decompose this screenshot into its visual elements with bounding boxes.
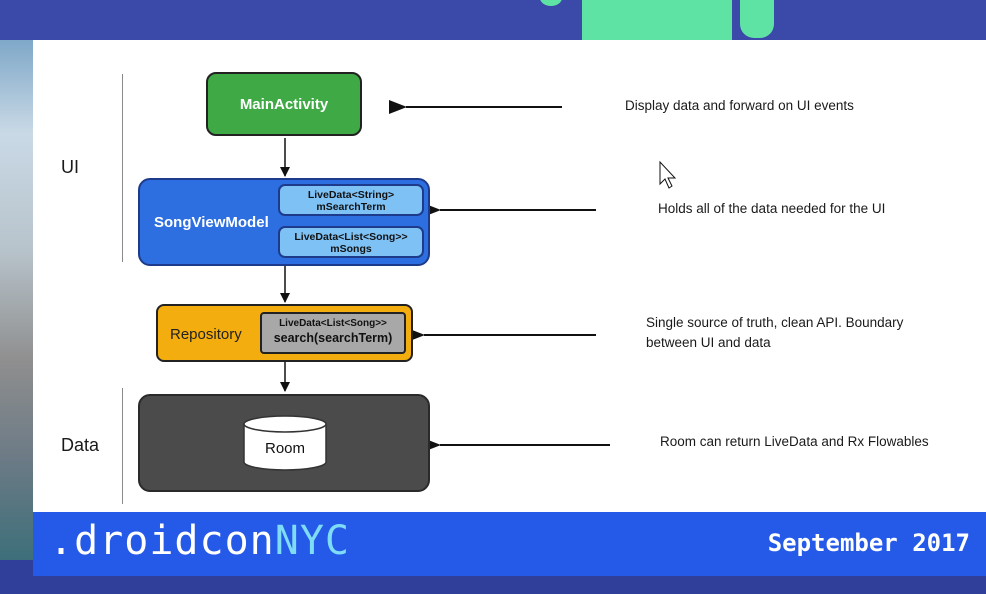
- livedata-songs-pill: LiveData<List<Song>> mSongs: [278, 226, 424, 258]
- song-viewmodel-box: SongViewModel LiveData<String> mSearchTe…: [138, 178, 430, 266]
- desc-view-model: Holds all of the data needed for the UI: [658, 201, 886, 216]
- mint-decoration: [540, 0, 562, 6]
- pill-type: LiveData<List<Song>>: [294, 231, 408, 243]
- pill-name: mSearchTerm: [316, 201, 386, 213]
- camera-feed-strip: [0, 40, 33, 560]
- mint-decoration: [582, 0, 732, 40]
- desc-room: Room can return LiveData and Rx Flowable…: [660, 434, 929, 449]
- desc-repository-line1: Single source of truth, clean API. Bound…: [646, 315, 904, 330]
- brand-suffix: NYC: [274, 518, 350, 564]
- droidcon-brand: .droidconNYC: [49, 518, 350, 564]
- room-label: Room: [264, 440, 305, 457]
- bottom-band: [0, 576, 986, 594]
- main-activity-label: MainActivity: [239, 95, 329, 113]
- mint-decoration: [740, 0, 774, 38]
- section-label-data: Data: [61, 435, 100, 455]
- mouse-cursor-icon: [659, 160, 677, 189]
- method-return-type: LiveData<List<Song>>: [279, 318, 387, 329]
- main-activity-box: MainActivity: [206, 72, 362, 136]
- conference-footer: .droidconNYC September 2017: [33, 512, 986, 576]
- conference-date: September 2017: [767, 529, 970, 557]
- desc-main-activity: Display data and forward on UI events: [625, 98, 854, 113]
- pill-type: LiveData<String>: [307, 189, 395, 201]
- pill-name: mSongs: [330, 243, 372, 255]
- desc-repository: Single source of truth, clean API. Bound…: [646, 313, 903, 353]
- brand-prefix: .droidcon: [49, 518, 275, 564]
- data-layer-box: [138, 394, 430, 492]
- desc-repository-line2: between UI and data: [646, 335, 771, 350]
- repository-search-method: LiveData<List<Song>> search(searchTerm): [260, 312, 406, 354]
- section-divider-ui: [122, 74, 123, 262]
- section-divider-data: [122, 388, 123, 504]
- livedata-search-term-pill: LiveData<String> mSearchTerm: [278, 184, 424, 216]
- repository-label: Repository: [170, 326, 242, 343]
- top-band: [0, 0, 986, 40]
- repository-box: Repository LiveData<List<Song>> search(s…: [156, 304, 413, 362]
- song-viewmodel-label: SongViewModel: [154, 214, 269, 231]
- section-label-ui: UI: [61, 157, 79, 177]
- method-signature: search(searchTerm): [273, 331, 393, 345]
- room-database-icon: [243, 415, 327, 471]
